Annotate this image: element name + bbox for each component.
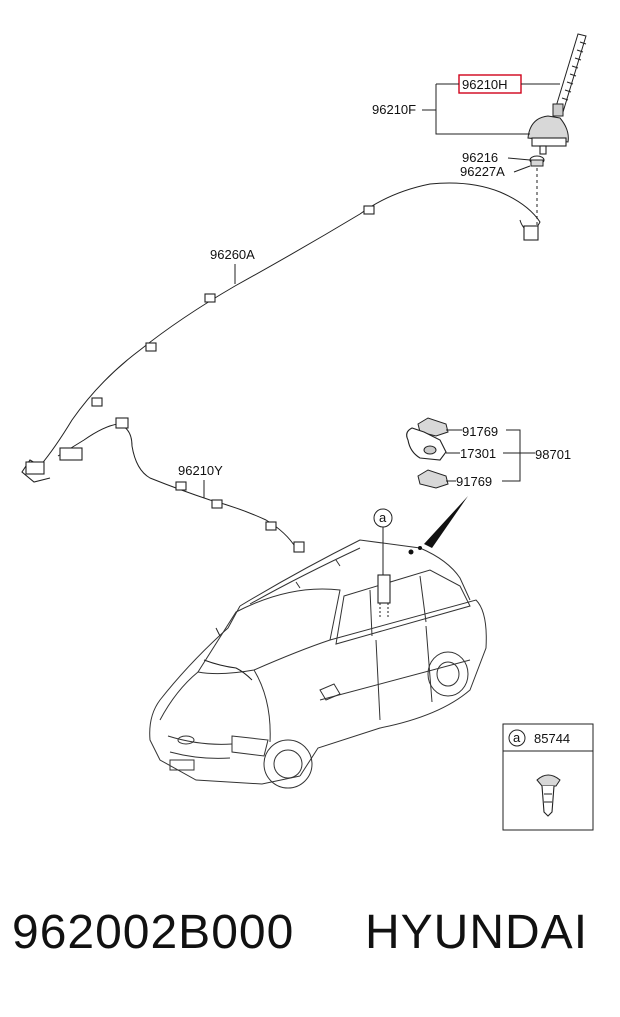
roof-cable	[21, 182, 541, 483]
label-85744: 85744	[534, 731, 570, 746]
label-ref-a: a	[379, 510, 387, 525]
label-98701: 98701	[535, 447, 571, 462]
antenna-base	[527, 115, 569, 155]
clip-bottom	[417, 469, 449, 489]
clip-fastener	[536, 774, 561, 817]
legend-letter-a: a	[513, 730, 521, 745]
extension-cable	[57, 417, 305, 553]
label-91769-top: 91769	[462, 424, 498, 439]
label-96210Y: 96210Y	[178, 463, 223, 478]
nut	[529, 155, 545, 167]
callout-box-highlight: 96210H	[458, 74, 522, 94]
bracket	[406, 427, 447, 461]
label-91769-bottom: 91769	[456, 474, 492, 489]
brand-name: HYUNDAI	[365, 906, 589, 959]
antenna-rod	[552, 33, 587, 117]
label-96260A: 96260A	[210, 247, 255, 262]
label-96216: 96216	[462, 150, 498, 165]
label-96210F: 96210F	[372, 102, 416, 117]
label-17301: 17301	[460, 446, 496, 461]
label-96210H: 96210H	[462, 77, 508, 92]
part-number: 962002B000	[12, 906, 295, 959]
label-96227A: 96227A	[460, 164, 505, 179]
car-outline	[149, 539, 487, 789]
footer: 962002B000 HYUNDAI	[0, 905, 620, 975]
legend-box: a 85744	[502, 723, 594, 831]
ref-circle-a: a	[373, 508, 393, 528]
pointer-arrow	[424, 496, 468, 548]
